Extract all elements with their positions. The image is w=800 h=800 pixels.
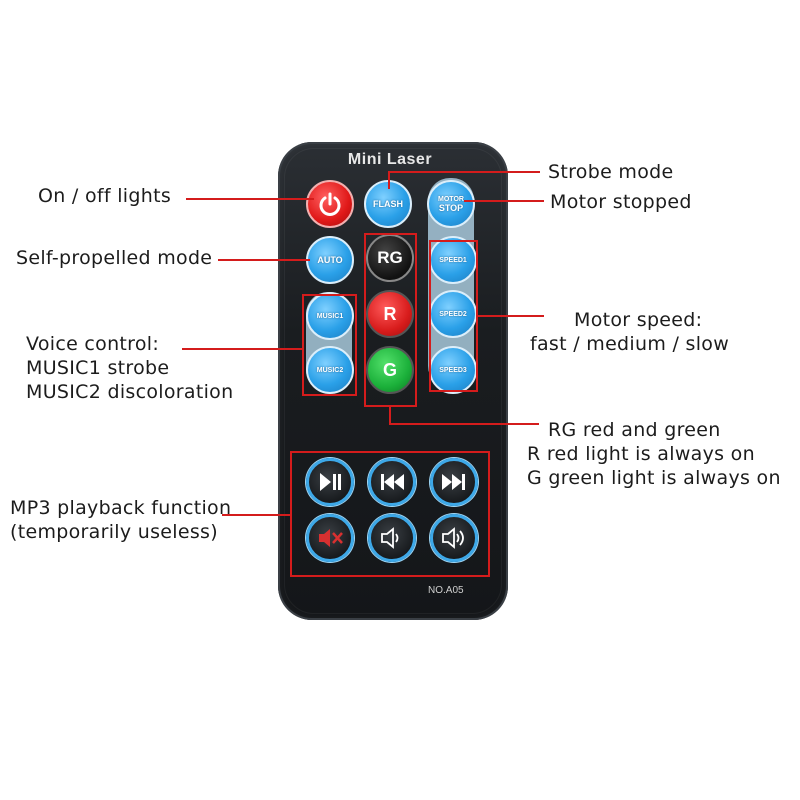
music2-button[interactable]: MUSIC2: [306, 346, 354, 394]
motor-stop-label-1: MOTOR: [438, 196, 464, 203]
power-icon: [319, 192, 341, 216]
leader-line-self-propelled: [218, 259, 310, 261]
label-voice-control-2: MUSIC1 strobe: [26, 357, 170, 379]
label-voice-control-1: Voice control:: [26, 333, 160, 355]
play-pause-icon: [320, 473, 341, 491]
speed1-button-label: SPEED1: [439, 256, 467, 264]
music2-button-label: MUSIC2: [316, 366, 344, 374]
volume-down-icon: [381, 527, 399, 549]
mute-button[interactable]: [306, 514, 354, 562]
speed-buttons-highlight-box: [429, 240, 478, 392]
leader-line-mp3: [222, 514, 290, 516]
g-button-label: G: [382, 359, 397, 380]
label-mp3-1: MP3 playback function: [10, 497, 232, 519]
auto-button[interactable]: AUTO: [306, 236, 354, 284]
next-button[interactable]: [430, 458, 478, 506]
remote-brand: Mini Laser: [347, 151, 433, 168]
label-strobe-mode: Strobe mode: [548, 161, 674, 183]
remote-model-number: NO.A05: [428, 585, 464, 596]
leader-line-motor-stopped: [464, 200, 544, 202]
leader-line-voice: [182, 348, 302, 350]
rg-buttons-highlight-box: [364, 233, 417, 407]
speed2-button-label: SPEED2: [439, 310, 467, 318]
music-buttons-highlight-box: [302, 294, 357, 396]
next-icon: [442, 474, 465, 490]
label-self-propelled: Self-propelled mode: [16, 247, 213, 269]
volume-up-button[interactable]: [430, 514, 478, 562]
label-rg-3: G green light is always on: [527, 467, 781, 489]
volume-up-icon: [442, 527, 464, 549]
mp3-buttons-highlight-box: [290, 451, 490, 577]
play-pause-button[interactable]: [306, 458, 354, 506]
leader-line-motor-speed: [478, 315, 544, 317]
label-rg-1: RG red and green: [548, 419, 721, 441]
music1-button[interactable]: MUSIC1: [306, 292, 354, 340]
label-motor-speed-1: Motor speed:: [574, 309, 703, 331]
speed3-button-label: SPEED3: [439, 366, 467, 374]
leader-line-strobe: [388, 171, 540, 173]
power-button[interactable]: [306, 180, 354, 228]
g-button[interactable]: G: [366, 346, 414, 394]
leader-line-rg-vertical: [389, 407, 391, 424]
leader-line-rg: [389, 423, 539, 425]
rg-button[interactable]: RG: [366, 234, 414, 282]
label-rg-2: R red light is always on: [527, 443, 755, 465]
motor-stop-button[interactable]: MOTOR STOP: [427, 180, 475, 228]
label-voice-control-3: MUSIC2 discoloration: [26, 381, 234, 403]
music1-button-label: MUSIC1: [316, 312, 344, 320]
label-motor-speed-2: fast / medium / slow: [530, 333, 730, 355]
label-mp3-2: (temporarily useless): [10, 521, 218, 543]
auto-button-label: AUTO: [317, 255, 343, 265]
rg-button-label: RG: [377, 248, 403, 267]
volume-down-button[interactable]: [368, 514, 416, 562]
r-button[interactable]: R: [366, 290, 414, 338]
leader-line-strobe-vertical: [388, 171, 390, 189]
previous-icon: [381, 474, 404, 490]
label-on-off-lights: On / off lights: [38, 185, 172, 207]
label-motor-stopped: Motor stopped: [550, 191, 692, 213]
leader-line-on-off: [186, 198, 314, 200]
mute-icon: [319, 529, 343, 547]
motor-stop-label-2: STOP: [438, 203, 464, 213]
previous-button[interactable]: [368, 458, 416, 506]
r-button-label: R: [383, 303, 397, 324]
flash-button-label: FLASH: [373, 199, 403, 209]
